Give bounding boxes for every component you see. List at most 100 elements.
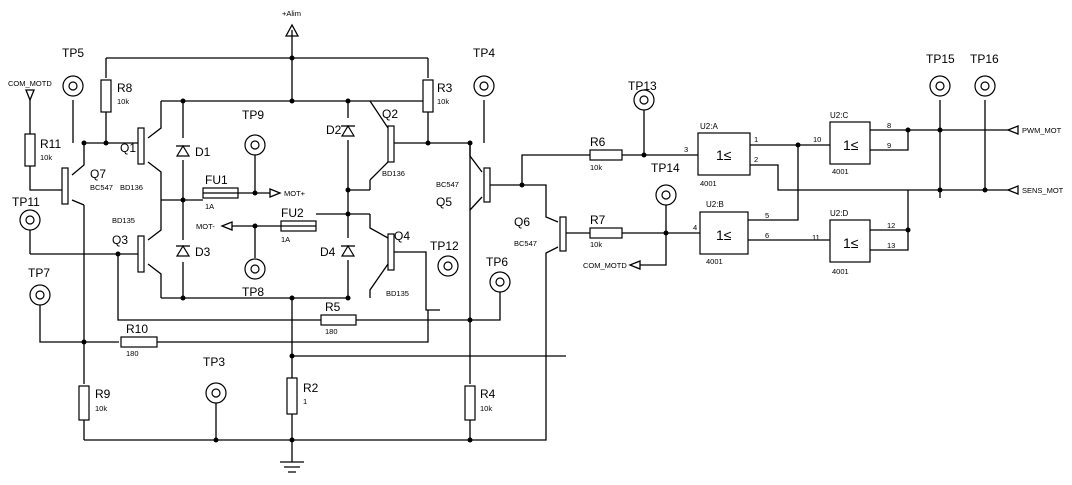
u2b-name: U2:B: [706, 200, 724, 209]
q7-part: BC547: [90, 183, 113, 192]
tp13-label: TP13: [628, 79, 657, 93]
resistor-r7: R7 10k: [589, 213, 623, 249]
r9-value: 10k: [95, 404, 107, 413]
diode-d1: D1: [175, 144, 211, 159]
u2b-symbol: 1≤: [716, 227, 732, 243]
com-motd-right-port: COM_MOTD: [583, 260, 641, 270]
fu1-value: 1A: [205, 202, 214, 211]
tp11-label: TP11: [12, 195, 40, 209]
com-motd-left-label: COM_MOTD: [8, 79, 52, 88]
transistor-q6: Q6 BC547: [514, 215, 567, 252]
u2c-name: U2:C: [830, 111, 848, 120]
fu1-name: FU1: [205, 173, 228, 187]
testpoint-tp9: TP9: [242, 108, 266, 156]
transistor-q2: Q2 BD136: [382, 107, 405, 178]
u2d-pin-in: 11: [812, 233, 820, 242]
d1-name: D1: [195, 145, 211, 159]
ground-symbol: [280, 461, 304, 473]
q7-name: Q7: [90, 167, 106, 181]
r11-name: R11: [40, 137, 61, 151]
fu2-name: FU2: [281, 206, 304, 220]
q2-name: Q2: [382, 107, 398, 121]
resistor-r6: R6 10k: [589, 135, 623, 172]
testpoint-tp3: TP3: [203, 355, 227, 440]
r6-value: 10k: [590, 163, 602, 172]
mot-minus-port: MOT-: [196, 221, 233, 231]
r10-name: R10: [126, 322, 148, 336]
r6-name: R6: [590, 135, 606, 149]
u2a-pin-out2: 2: [754, 155, 758, 164]
pwm-mot-label: PWM_MOT: [1022, 126, 1062, 135]
tp8-label: TP8: [242, 285, 264, 299]
diode-d2: D2: [326, 123, 356, 137]
r7-value: 10k: [590, 240, 602, 249]
transistor-q5: Q5 BC547: [436, 167, 491, 209]
q4-name: Q4: [394, 229, 410, 243]
mot-minus-label: MOT-: [196, 222, 215, 231]
r10-value: 180: [126, 349, 139, 358]
q5-name: Q5: [436, 195, 452, 209]
r7-name: R7: [590, 213, 606, 227]
r4-value: 10k: [480, 404, 492, 413]
u2d-symbol: 1≤: [843, 235, 859, 251]
resistor-r9: R9 10k: [78, 385, 111, 421]
u2a-symbol: 1≤: [716, 147, 732, 163]
pwm-mot-port: PWM_MOT: [1006, 125, 1062, 135]
testpoint-tp14: TP14: [651, 161, 680, 206]
q1-name: Q1: [120, 141, 136, 155]
d4-name: D4: [320, 245, 336, 259]
d3-name: D3: [195, 245, 211, 259]
q6-part: BC547: [514, 239, 537, 248]
u2b-part: 4001: [706, 257, 723, 266]
testpoint-tp7: TP7: [28, 266, 51, 306]
supply-label: +Alim: [282, 9, 301, 18]
diode-d3: D3: [175, 244, 211, 259]
tp14-label: TP14: [651, 161, 680, 175]
u2d-part: 4001: [832, 267, 849, 276]
resistor-r8: R8 10k: [100, 79, 133, 113]
u2b-pin-6: 6: [765, 231, 769, 240]
u2c-pin-9: 9: [887, 141, 891, 150]
r3-name: R3: [437, 81, 453, 95]
sens-mot-label: SENS_MOT: [1022, 186, 1064, 195]
gate-u2a: 1≤ U2:A 4001 3 1 2: [684, 122, 758, 188]
q5-part: BC547: [436, 180, 459, 189]
resistor-r10: R10 180: [120, 322, 158, 358]
r2-value: 1: [303, 397, 307, 406]
resistor-r5: R5 180: [320, 300, 357, 336]
u2a-part: 4001: [700, 179, 717, 188]
q3-part: BD135: [112, 216, 135, 225]
r9-name: R9: [95, 387, 111, 401]
diode-d4: D4: [320, 244, 356, 259]
testpoint-tp16: TP16: [970, 52, 999, 97]
fu2-value: 1A: [281, 235, 290, 244]
u2a-pin-in: 3: [684, 145, 688, 154]
u2d-pin-12: 12: [887, 221, 895, 230]
junctions: [81, 55, 988, 443]
u2c-pin-8: 8: [887, 121, 891, 130]
testpoint-tp6: TP6: [486, 255, 511, 293]
sens-mot-port: SENS_MOT: [1006, 185, 1064, 195]
resistor-r2: R2 1: [286, 377, 319, 415]
tp4-label: TP4: [473, 46, 495, 60]
transistor-q7: Q7 BC547: [61, 167, 113, 205]
u2d-name: U2:D: [830, 209, 848, 218]
u2d-pin-13: 13: [887, 241, 895, 250]
r4-name: R4: [480, 387, 496, 401]
q4-part: BD135: [386, 289, 409, 298]
tp16-label: TP16: [970, 52, 999, 66]
q1-part: BD136: [120, 183, 143, 192]
q6-name: Q6: [514, 215, 530, 229]
gate-u2c: 1≤ U2:C 4001 10 8 9: [813, 111, 891, 176]
testpoint-tp15: TP15: [926, 52, 955, 97]
q3-name: Q3: [112, 233, 128, 247]
testpoint-tp11: TP11: [12, 195, 41, 231]
gate-u2d: 1≤ U2:D 4001 11 12 13: [812, 209, 895, 276]
mot-plus-port: MOT+: [269, 188, 306, 198]
u2c-symbol: 1≤: [843, 137, 859, 153]
u2c-pin-in: 10: [813, 135, 821, 144]
tp5-label: TP5: [62, 46, 84, 60]
testpoint-tp12: TP12: [430, 239, 459, 277]
gate-u2b: 1≤ U2:B 4001 4 5 6: [693, 200, 769, 266]
